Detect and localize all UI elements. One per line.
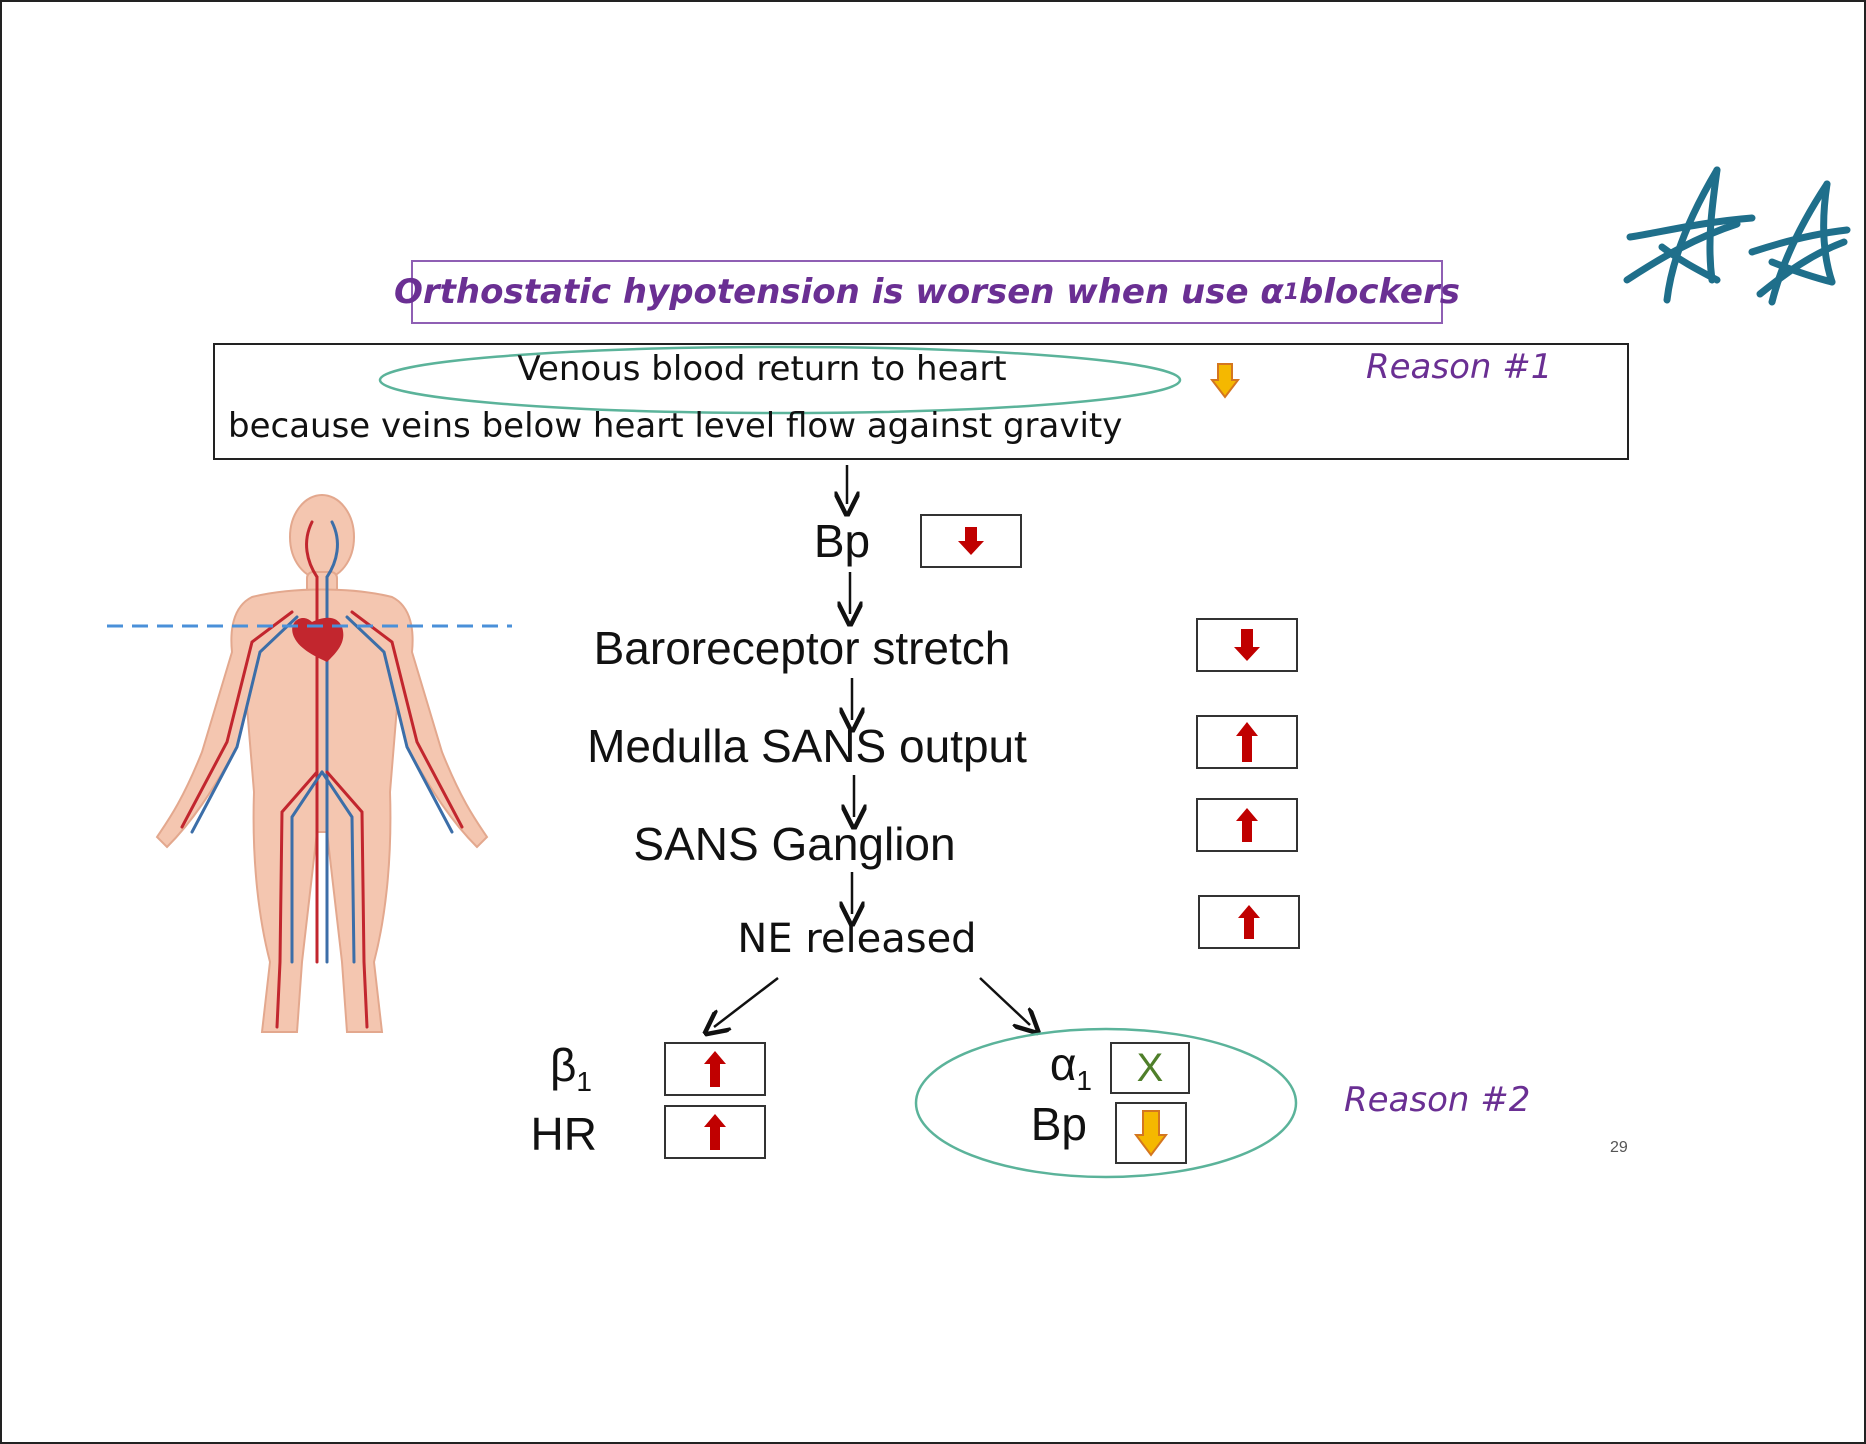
ganglion-indicator [1196, 798, 1298, 852]
bp-indicator [920, 514, 1022, 568]
step-ne: NE released [737, 916, 977, 962]
reason-1-label: Reason #1 [1366, 347, 1553, 387]
venous-line-2: because veins below heart level flow aga… [228, 406, 1123, 446]
arrow-up-icon [1236, 808, 1258, 842]
ne-indicator [1198, 895, 1300, 949]
flow-arrow-right [979, 977, 1030, 1025]
arrow-up-icon [1238, 905, 1260, 939]
beta-symbol: β [549, 1039, 577, 1091]
alpha1-indicator: X [1110, 1042, 1190, 1094]
beta1-indicator [664, 1042, 766, 1096]
alpha-symbol: α [1049, 1038, 1077, 1090]
title-box: Orthostatic hypotension is worsen when u… [394, 260, 1460, 324]
step-ganglion: SANS Ganglion [633, 818, 956, 870]
arrow-up-icon [1236, 722, 1258, 762]
signature-mark [1623, 166, 1851, 306]
title-subscript: 1 [1283, 279, 1300, 305]
beta1-label: β1 [522, 1038, 592, 1098]
alpha-bp-indicator [1115, 1102, 1187, 1164]
venous-highlight-ellipse [378, 345, 1182, 415]
arrow-down-icon [958, 527, 984, 555]
hr-label: HR [530, 1108, 597, 1160]
alpha-branch-ellipse [914, 1027, 1298, 1179]
arrow-down-icon [1234, 629, 1260, 661]
arrow-down-icon [1134, 1110, 1168, 1157]
title-suffix: blockers [1299, 272, 1460, 312]
flow-arrow-left [714, 977, 779, 1027]
baroreceptor-indicator [1196, 618, 1298, 672]
cross-icon: X [1136, 1045, 1164, 1090]
beta-subscript: 1 [576, 1066, 592, 1098]
alpha-subscript: 1 [1076, 1065, 1092, 1097]
venous-line-1: Venous blood return to heart [517, 349, 1007, 389]
arrow-up-icon [704, 1114, 726, 1150]
step-bp: Bp [813, 515, 871, 567]
alpha1-label: α1 [1022, 1037, 1092, 1097]
step-baroreceptor: Baroreceptor stretch [593, 622, 1011, 674]
arrow-down-icon [1210, 363, 1240, 399]
title-text: Orthostatic hypotension is worsen when u… [394, 272, 1284, 312]
alpha-bp-label: Bp [1030, 1098, 1087, 1150]
medulla-indicator [1196, 715, 1298, 769]
venous-return-box [213, 343, 1629, 460]
arrow-up-icon [704, 1051, 726, 1087]
hr-indicator [664, 1105, 766, 1159]
page-number: 29 [1610, 1139, 1628, 1156]
step-medulla: Medulla SANS output [587, 720, 1027, 772]
reason-2-label: Reason #2 [1344, 1080, 1531, 1120]
